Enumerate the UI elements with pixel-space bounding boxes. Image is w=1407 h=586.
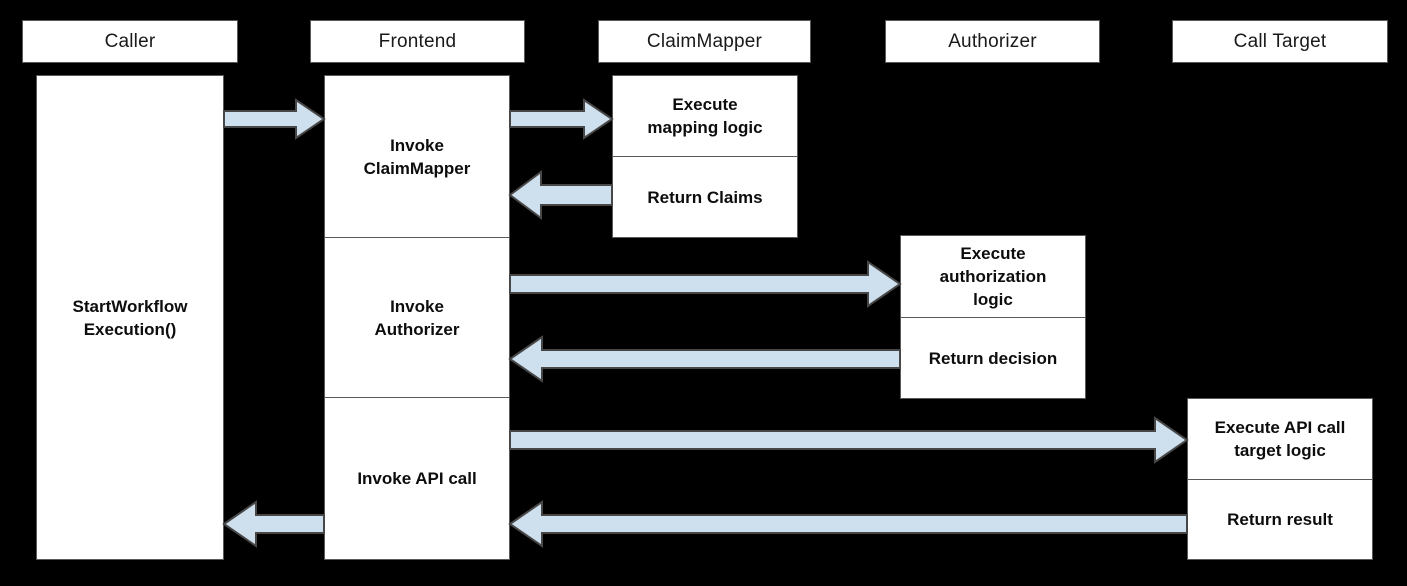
participant-header-label: Frontend [378, 30, 457, 52]
participant-header-caller[interactable]: Caller [22, 20, 238, 63]
participant-header-authorizer[interactable]: Authorizer [885, 20, 1100, 63]
activation-label: Return Claims [647, 187, 763, 207]
message-arrow-right[interactable] [509, 416, 1189, 464]
message-arrow-right[interactable] [223, 98, 326, 140]
activation-box[interactable]: Return Claims [613, 157, 797, 237]
activation-label: Invoke API call [357, 468, 477, 488]
activation-box[interactable]: Invoke API call [325, 397, 509, 559]
message-arrow-left[interactable] [508, 170, 613, 220]
participant-header-label: Caller [104, 30, 156, 52]
activation-label: Return decision [928, 348, 1058, 368]
message-arrow-left[interactable] [222, 500, 325, 548]
participant-header-label: Authorizer [948, 30, 1037, 52]
activation-box[interactable]: Return result [1188, 480, 1372, 559]
participant-header-frontend[interactable]: Frontend [310, 20, 525, 63]
participant-header-label: Call Target [1233, 30, 1327, 52]
message-arrow-left[interactable] [508, 335, 901, 383]
activation-label: Return result [1227, 510, 1333, 529]
activation-box[interactable]: Return decision [901, 318, 1085, 398]
message-arrow-right[interactable] [509, 98, 614, 140]
message-arrow-left[interactable] [508, 500, 1188, 548]
message-arrow-right[interactable] [509, 260, 902, 308]
participant-header-claimmapper[interactable]: ClaimMapper [598, 20, 811, 63]
participant-header-calltarget[interactable]: Call Target [1172, 20, 1388, 63]
participant-header-label: ClaimMapper [646, 30, 763, 52]
